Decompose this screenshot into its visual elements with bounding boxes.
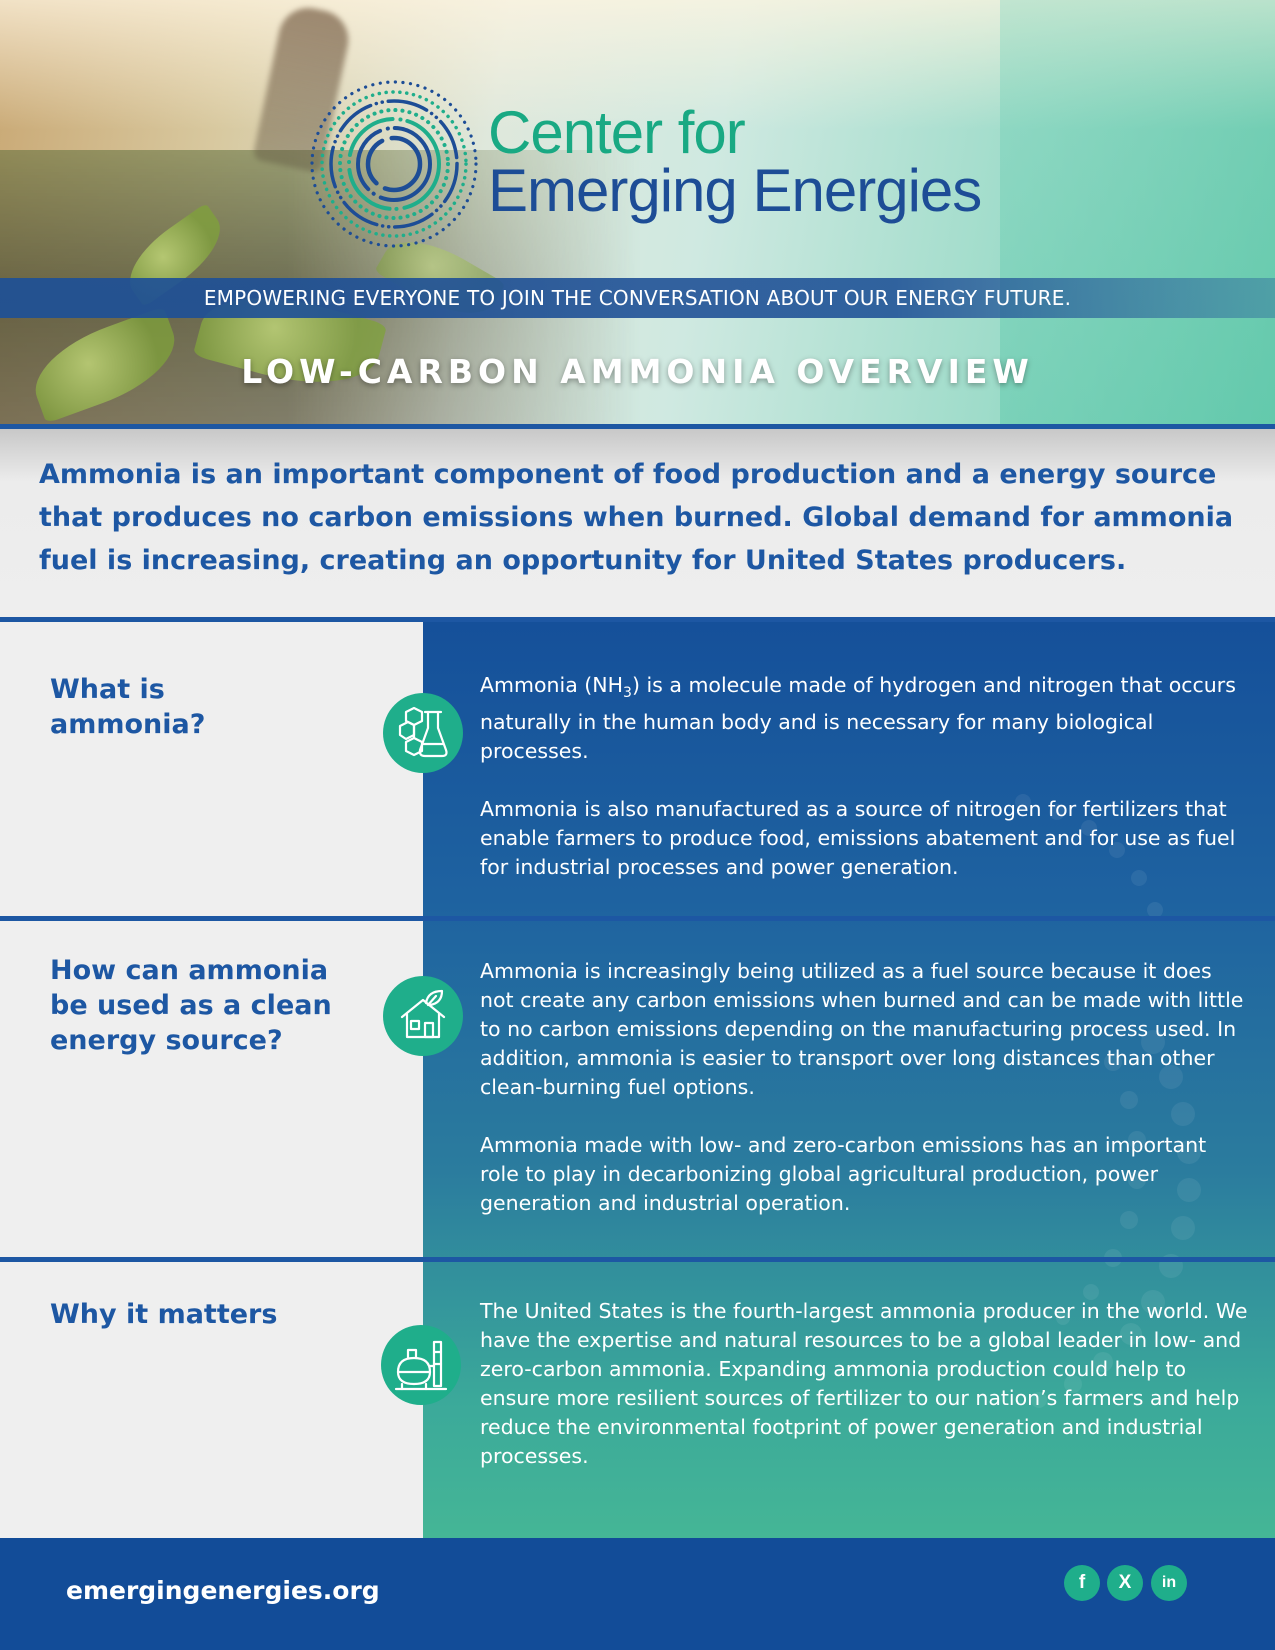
concentric-dotted-circles-logo xyxy=(310,80,478,248)
industrial-plant-icon xyxy=(381,1325,461,1405)
brand-line-1: Center for xyxy=(488,99,746,166)
section-paragraph: Ammonia is also manufactured as a source… xyxy=(480,797,1236,880)
section-heading-what-is-ammonia: What is ammonia? xyxy=(50,672,205,742)
divider xyxy=(0,617,1275,622)
section-heading-clean-energy: How can ammonia be used as a clean energ… xyxy=(50,953,332,1058)
molecule-flask-icon xyxy=(383,693,463,773)
section-paragraph: Ammonia is increasingly being utilized a… xyxy=(480,959,1244,1099)
heading-line: What is xyxy=(50,674,165,705)
linkedin-icon[interactable]: in xyxy=(1151,1565,1187,1601)
divider xyxy=(0,424,1275,429)
divider xyxy=(0,1257,1275,1262)
section-body-clean-energy: Ammonia is increasingly being utilized a… xyxy=(480,957,1250,1247)
body-text: ) is a molecule made of hydrogen and nit… xyxy=(480,673,1236,764)
section-body-what-is-ammonia: Ammonia (NH3) is a molecule made of hydr… xyxy=(480,671,1250,911)
intro-text: Ammonia is an important component of foo… xyxy=(39,459,1234,576)
x-glyph: X xyxy=(1118,1572,1132,1593)
section-headings-column xyxy=(0,622,423,1538)
hero-banner: Center for Emerging Energies EMPOWERING … xyxy=(0,0,1275,424)
subscript: 3 xyxy=(623,685,632,702)
divider xyxy=(0,916,1275,921)
page-title: LOW-CARBON AMMONIA OVERVIEW xyxy=(241,352,1034,391)
heading-line: energy source? xyxy=(50,1025,283,1056)
brand-wordmark: Center for Emerging Energies xyxy=(488,99,982,224)
x-icon[interactable]: X xyxy=(1107,1565,1143,1601)
facebook-glyph: f xyxy=(1078,1572,1086,1593)
section-body-why-it-matters: The United States is the fourth-largest … xyxy=(480,1297,1250,1500)
tagline: EMPOWERING EVERYONE TO JOIN THE CONVERSA… xyxy=(0,278,1275,318)
website-link[interactable]: emergingenergies.org xyxy=(66,1576,380,1605)
eco-house-leaf-icon xyxy=(383,976,463,1056)
heading-line: How can ammonia xyxy=(50,955,329,986)
linkedin-glyph: in xyxy=(1161,1574,1177,1591)
heading-line: Why it matters xyxy=(50,1299,278,1330)
section-body-column xyxy=(423,622,1275,1538)
section-paragraph: The United States is the fourth-largest … xyxy=(480,1299,1248,1468)
heading-line: be used as a clean xyxy=(50,990,332,1021)
hero-right-fade xyxy=(1000,0,1275,424)
section-heading-why-it-matters: Why it matters xyxy=(50,1297,277,1332)
facebook-icon[interactable]: f xyxy=(1064,1565,1100,1601)
brand-line-2: Emerging Energies xyxy=(488,157,982,224)
footer: emergingenergies.org xyxy=(0,1538,1275,1650)
heading-line: ammonia? xyxy=(50,709,206,740)
decorative-dot-pattern xyxy=(1015,794,1201,1408)
section-paragraph: Ammonia (NH3) is a molecule made of hydr… xyxy=(480,671,1250,766)
section-paragraph: Ammonia made with low- and zero-carbon e… xyxy=(480,1133,1207,1215)
body-text: Ammonia (NH xyxy=(480,673,624,697)
intro-block: Ammonia is an important component of foo… xyxy=(0,429,1275,617)
